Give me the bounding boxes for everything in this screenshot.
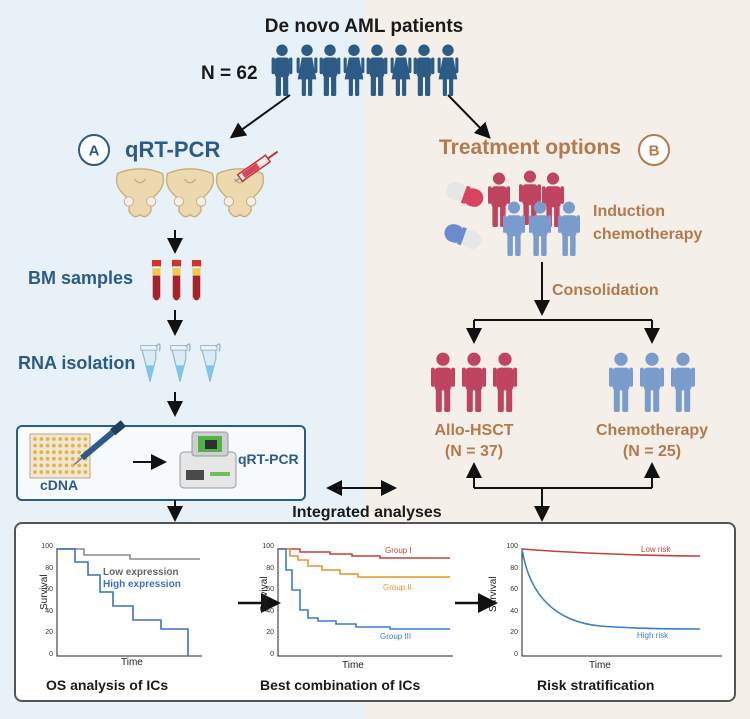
risk-y-tick: 80 bbox=[510, 564, 518, 572]
badge-b-label: B bbox=[648, 142, 660, 160]
combo-y-tick: 0 bbox=[270, 651, 274, 658]
pcr-machine-icon bbox=[179, 431, 237, 489]
risk-low-label: Low risk bbox=[641, 545, 671, 554]
risk-y-tick: 60 bbox=[510, 586, 518, 594]
allo-hsct-count: (N = 37) bbox=[444, 443, 504, 460]
left-flow-arrows bbox=[133, 230, 183, 522]
risk-y-tick: 40 bbox=[510, 607, 518, 615]
risk-high-curve bbox=[521, 548, 701, 630]
os-y-tick: 0 bbox=[49, 651, 53, 658]
os-low-expression-curve bbox=[57, 548, 200, 560]
patient-group-icon bbox=[271, 44, 459, 96]
risk-y-tick: 100 bbox=[506, 543, 518, 550]
chemotherapy-count: (N = 25) bbox=[622, 443, 682, 460]
os-y-tick: 20 bbox=[45, 629, 53, 637]
top-arrows bbox=[229, 94, 491, 139]
combo-y-tick: 20 bbox=[266, 629, 274, 637]
risk-high-label: High risk bbox=[637, 631, 669, 640]
induction-patients-icon bbox=[488, 170, 580, 256]
risk-stratification-caption: Risk stratification bbox=[537, 677, 655, 693]
os-high-expression-curve bbox=[57, 548, 189, 656]
chemotherapy-patients-icon bbox=[609, 352, 695, 412]
combo-group3-label: Group III bbox=[380, 632, 412, 641]
consolidation-label: Consolidation bbox=[552, 282, 659, 299]
risk-low-curve bbox=[521, 548, 701, 557]
eppendorf-tube-icon bbox=[139, 343, 221, 383]
combo-group2-label: Group II bbox=[383, 583, 412, 592]
risk-y-axis-label: Survival bbox=[488, 576, 499, 612]
integrated-analyses-panel bbox=[14, 522, 736, 702]
well-plate-icon bbox=[29, 433, 91, 479]
combo-group1-curve bbox=[278, 548, 450, 559]
integrated-analyses-title: Integrated analyses bbox=[292, 504, 442, 521]
cdna-label: cDNA bbox=[40, 477, 79, 493]
risk-axes bbox=[521, 548, 722, 657]
combo-axes bbox=[277, 548, 453, 657]
os-analysis-caption: OS analysis of ICs bbox=[46, 677, 169, 693]
combo-y-tick: 100 bbox=[262, 543, 274, 550]
risk-y-tick: 0 bbox=[514, 651, 518, 658]
syringe-icon bbox=[234, 150, 279, 183]
combo-group2-curve bbox=[278, 548, 450, 578]
right-flow-arrows bbox=[238, 262, 660, 613]
qrtpcr-title: qRT-PCR bbox=[125, 137, 221, 162]
allo-hsct-patients-icon bbox=[431, 352, 517, 412]
os-low-expression-label: Low expression bbox=[103, 567, 179, 578]
pill-icon bbox=[444, 182, 484, 249]
combo-group3-curve bbox=[278, 548, 450, 630]
induction-label-line1: Induction bbox=[593, 203, 665, 220]
combo-y-axis-label: Survival bbox=[259, 576, 270, 612]
os-high-expression-label: High expression bbox=[103, 579, 181, 590]
n-total-label: N = 62 bbox=[201, 63, 258, 84]
badge-a-label: A bbox=[88, 142, 100, 160]
badge-b-circle bbox=[638, 134, 670, 166]
induction-label-line2: chemotherapy bbox=[593, 226, 703, 243]
top-title: De novo AML patients bbox=[264, 16, 464, 37]
allo-hsct-label: Allo-HSCT bbox=[434, 422, 514, 439]
chemotherapy-label: Chemotherapy bbox=[595, 422, 709, 439]
survival-charts bbox=[56, 548, 722, 657]
treatment-options-title: Treatment options bbox=[439, 136, 622, 159]
pipette-icon bbox=[73, 420, 126, 466]
combo-y-tick: 40 bbox=[266, 607, 274, 615]
rna-isolation-label: RNA isolation bbox=[18, 353, 136, 373]
combo-group1-label: Group I bbox=[385, 546, 412, 555]
os-y-tick: 40 bbox=[45, 607, 53, 615]
combo-y-tick: 80 bbox=[266, 564, 274, 572]
risk-y-tick: 20 bbox=[510, 629, 518, 637]
bm-samples-label: BM samples bbox=[28, 268, 134, 288]
badge-a-circle bbox=[78, 134, 110, 166]
os-axes bbox=[56, 548, 202, 657]
combo-x-axis-label: Time bbox=[342, 660, 364, 671]
os-x-axis-label: Time bbox=[121, 657, 143, 668]
blood-tube-icon bbox=[151, 260, 202, 301]
os-y-tick: 100 bbox=[41, 543, 53, 550]
risk-x-axis-label: Time bbox=[589, 660, 611, 671]
os-y-tick: 60 bbox=[45, 586, 53, 594]
qrtpcr-machine-label: qRT-PCR bbox=[238, 451, 299, 467]
os-y-tick: 80 bbox=[45, 564, 53, 572]
best-combination-caption: Best combination of ICs bbox=[260, 677, 421, 693]
combo-y-tick: 60 bbox=[266, 586, 274, 594]
